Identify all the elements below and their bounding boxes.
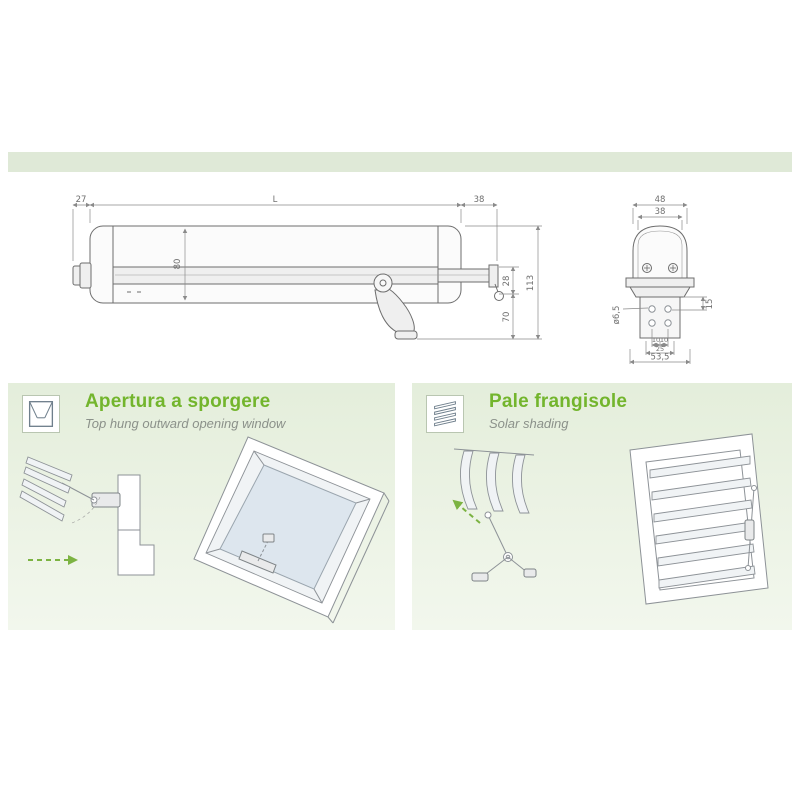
dim-label-113: 113 bbox=[526, 275, 536, 291]
dim-label-10a: 10 bbox=[652, 336, 660, 344]
end-view-dimension-lines bbox=[622, 202, 707, 365]
section-divider-band bbox=[8, 152, 792, 172]
dim-label-70: 70 bbox=[502, 312, 512, 323]
dim-label-10b: 10 bbox=[660, 336, 668, 344]
louver-blades bbox=[460, 450, 530, 514]
louver-3d-illustration bbox=[629, 433, 769, 605]
dim-label-80: 80 bbox=[173, 259, 183, 270]
dim-label-hole-dia: ø6,5 bbox=[612, 306, 622, 325]
dim-label-48: 48 bbox=[655, 195, 666, 205]
panel-solar-shading: Pale frangisole Solar shading bbox=[412, 383, 792, 630]
dim-label-25: 25 bbox=[656, 345, 664, 353]
louver-rail bbox=[453, 448, 535, 456]
dim-label-28: 28 bbox=[502, 276, 512, 287]
dim-label-38b: 38 bbox=[655, 207, 666, 217]
side-view-dimension-lines bbox=[72, 202, 542, 340]
louver-actuator-rod bbox=[744, 485, 757, 571]
top-hung-side-illustration bbox=[19, 456, 155, 576]
panel-title-frangisole: Pale frangisole bbox=[489, 391, 628, 412]
actuator-with-chain bbox=[238, 533, 277, 574]
roof-window-3d bbox=[193, 436, 390, 624]
opened-sash-fan bbox=[19, 456, 101, 524]
panel-title-apertura: Apertura a sporgere bbox=[85, 391, 271, 412]
louver-icon bbox=[426, 395, 464, 433]
dim-label-L: L bbox=[273, 195, 278, 205]
actuator-body bbox=[72, 225, 494, 304]
panel-subtitle-apertura: Top hung outward opening window bbox=[85, 416, 286, 431]
louver-side-illustration bbox=[452, 448, 537, 582]
top-hung-3d-illustration bbox=[193, 436, 390, 624]
panel-top-hung-window: Apertura a sporgere Top hung outward ope… bbox=[8, 383, 395, 630]
louver-mechanism bbox=[471, 511, 537, 582]
window-frame bbox=[117, 474, 155, 576]
dim-label-38: 38 bbox=[474, 195, 485, 205]
motion-arrow bbox=[452, 499, 481, 524]
chain-end-bracket bbox=[488, 264, 504, 301]
dim-label-27: 27 bbox=[76, 195, 87, 205]
panel-subtitle-frangisole: Solar shading bbox=[489, 416, 569, 431]
panel-heading: Pale frangisole Solar shading bbox=[489, 391, 627, 431]
louver-slats-3d bbox=[649, 455, 756, 589]
dim-label-53-5: 53,5 bbox=[651, 353, 670, 363]
actuator-mounted bbox=[61, 482, 121, 508]
actuator-pivot-arm bbox=[373, 273, 418, 340]
top-hung-window-icon bbox=[22, 395, 60, 433]
dim-label-15: 15 bbox=[705, 299, 715, 310]
actuator-cross-section bbox=[625, 225, 695, 339]
actuator-end-view-drawing: 48 38 ø6,5 15 10 10 25 53,5 bbox=[612, 195, 715, 365]
actuator-side-view-drawing: 27 L 38 80 28 70 113 bbox=[72, 195, 542, 340]
panel-heading: Apertura a sporgere Top hung outward ope… bbox=[85, 391, 285, 431]
